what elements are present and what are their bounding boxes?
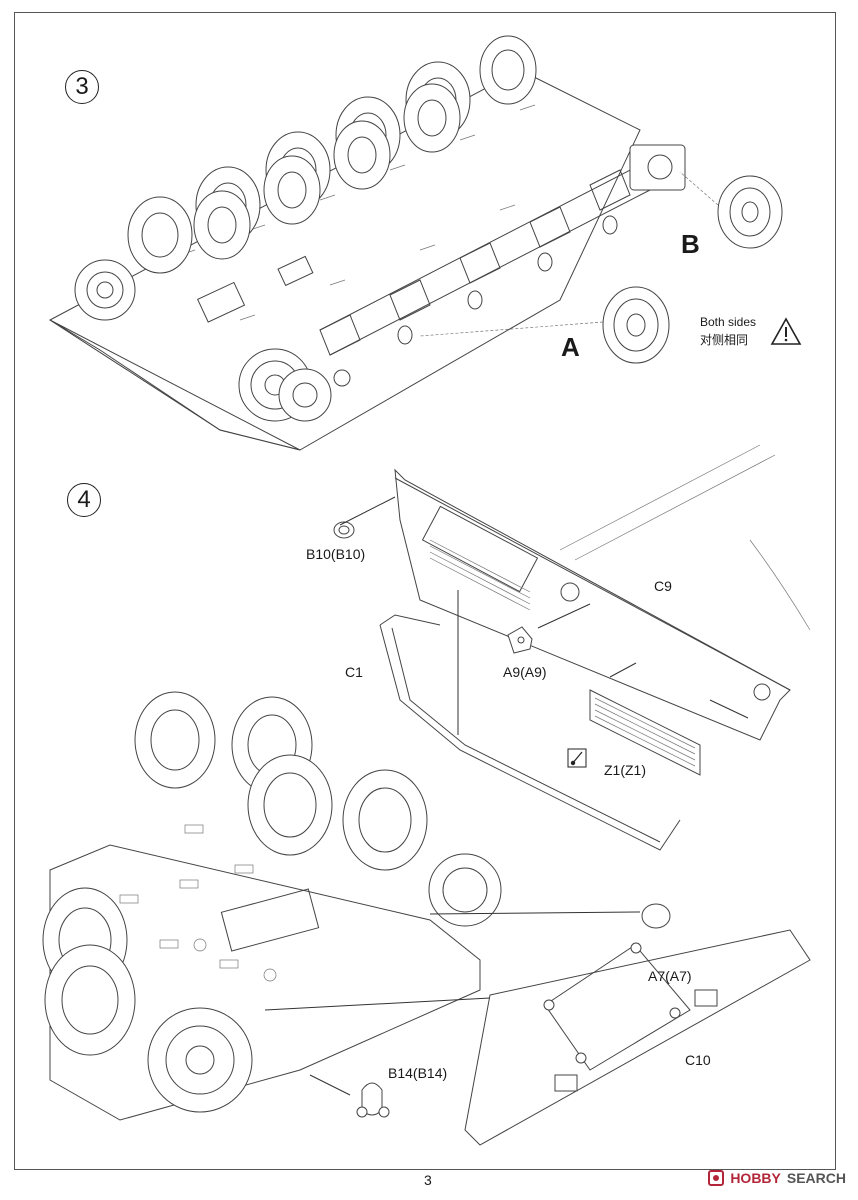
both-sides-note-en: Both sides [700, 315, 757, 329]
part-c9-label: C9 [654, 578, 672, 594]
z1-mesh [589, 689, 701, 776]
drive-sprocket-step4 [147, 853, 502, 1113]
page-frame [14, 12, 836, 1170]
c9-plate [394, 468, 791, 741]
part-b14-label: B14(B14) [388, 1065, 448, 1081]
both-sides-note: Both sides 对侧相同 [700, 313, 756, 349]
watermark: HOBBY SEARCH [708, 1170, 846, 1186]
both-sides-note-cn: 对侧相同 [700, 333, 749, 347]
idler-mount [629, 144, 686, 191]
step-4-number: 4 [77, 486, 91, 513]
b14-shackle [356, 1082, 390, 1118]
page-number: 3 [424, 1172, 432, 1188]
cement-brush-icon [567, 748, 587, 768]
watermark-brand: HOBBY [730, 1170, 781, 1186]
drive-sprocket-far-side [74, 259, 136, 321]
warning-triangle-icon [770, 317, 802, 345]
c10-plate [464, 929, 811, 1146]
part-c10-label: C10 [685, 1052, 711, 1068]
wheel-b-label: B [681, 229, 700, 259]
step-3-number: 3 [75, 73, 89, 100]
suspension-arms-near-side [319, 164, 651, 356]
part-b10-label: B10(B10) [306, 546, 366, 562]
part-c1-label: C1 [345, 664, 363, 680]
road-wheels-step4 [42, 691, 428, 1056]
step-3-marker: 3 [65, 70, 99, 104]
road-wheel-b [717, 175, 783, 249]
part-z1-label: Z1(Z1) [604, 762, 646, 778]
c1-frame [379, 614, 681, 851]
watermark-logo-icon [708, 1170, 725, 1186]
watermark-search: SEARCH [786, 1170, 846, 1186]
a7-part [641, 903, 671, 929]
a9-bracket [507, 626, 533, 654]
road-wheel-a [602, 286, 670, 364]
part-a9-label: A9(A9) [503, 664, 547, 680]
drive-sprocket-near-side [238, 348, 351, 422]
part-a7-label: A7(A7) [648, 968, 692, 984]
b10-cap [333, 521, 355, 539]
step-4-marker: 4 [67, 483, 101, 517]
wheel-a-label: A [561, 332, 580, 362]
